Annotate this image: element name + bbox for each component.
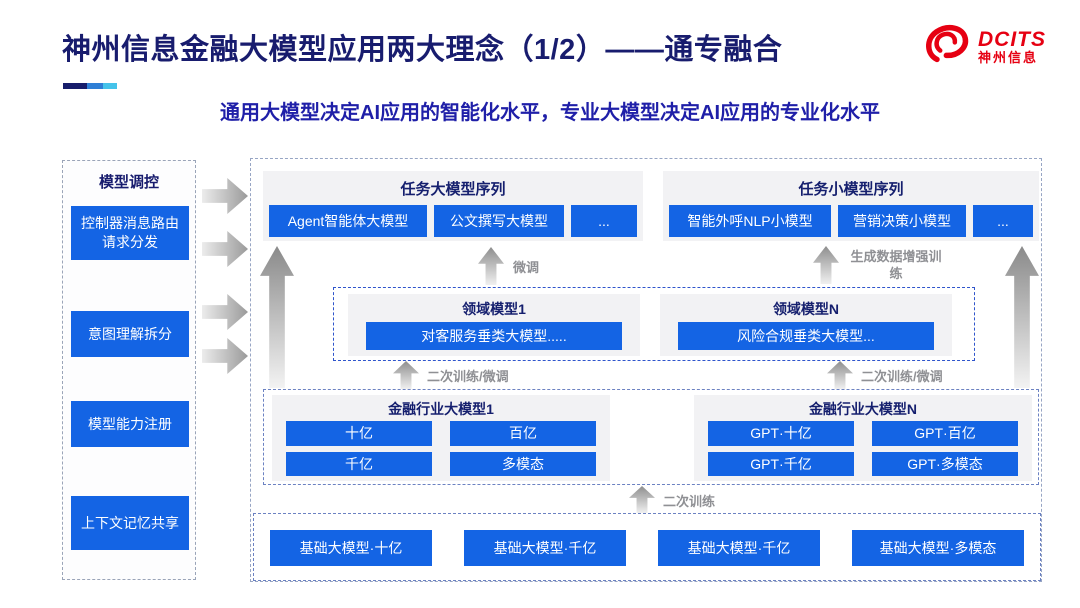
model-box-multimodal: 多模态: [450, 451, 596, 476]
title-accent-bar: [63, 83, 117, 89]
model-box-gpt-10b: GPT·百亿: [872, 421, 1018, 446]
group-title: 领域模型1: [462, 301, 526, 317]
group-title: 领域模型N: [772, 301, 840, 317]
model-control-panel: 模型调控 控制器消息路由请求分发 意图理解拆分 模型能力注册 上下文记忆共享: [62, 160, 196, 580]
model-architecture-container: 任务大模型序列 Agent智能体大模型 公文撰写大模型 ... 任务小模型序列 …: [250, 158, 1042, 582]
model-box-gpt-100b: GPT·千亿: [708, 451, 854, 476]
right-arrow-icon: [202, 178, 248, 214]
sidebar-item-register: 模型能力注册: [71, 401, 189, 447]
slide-subtitle: 通用大模型决定AI应用的智能化水平，专业大模型决定AI应用的专业化水平: [220, 102, 880, 124]
up-arrow-icon: [393, 361, 419, 389]
model-box-agent: Agent智能体大模型: [269, 205, 427, 237]
model-box-document: 公文撰写大模型: [434, 205, 564, 237]
base-model-container: 基础大模型·十亿 基础大模型·千亿 基础大模型·千亿 基础大模型·多模态: [253, 513, 1041, 581]
model-box-gpt-multimodal: GPT·多模态: [872, 451, 1018, 476]
base-model-box-multimodal: 基础大模型·多模态: [852, 530, 1024, 566]
model-box-10b: 百亿: [450, 421, 596, 446]
flow-label-gen-data: 生成数据增强训练: [850, 249, 942, 281]
up-arrow-icon: [260, 246, 294, 388]
industry-model-1-group: 金融行业大模型1 十亿 百亿 千亿 多模态: [272, 395, 610, 481]
logo-text-cn: 神州信息: [978, 49, 1039, 65]
model-box-ellipsis: ...: [973, 205, 1033, 237]
flow-label-secondary-right: 二次训练/微调: [861, 369, 943, 384]
group-title: 金融行业大模型N: [808, 401, 918, 417]
up-arrow-icon: [478, 247, 504, 285]
model-box-nlp-call: 智能外呼NLP小模型: [669, 205, 831, 237]
right-arrow-icon: [202, 338, 248, 374]
base-model-box-100b: 基础大模型·千亿: [464, 530, 626, 566]
model-box-ellipsis: ...: [571, 205, 637, 237]
model-box-gpt-1b: GPT·十亿: [708, 421, 854, 446]
domain-model-container: 领域模型1 对客服务垂类大模型..... 领域模型N 风险合规垂类大模型...: [333, 287, 975, 361]
domain-model-n-group: 领域模型N 风险合规垂类大模型...: [660, 294, 952, 356]
task-large-model-group: 任务大模型序列 Agent智能体大模型 公文撰写大模型 ...: [263, 171, 643, 241]
model-box-1b: 十亿: [286, 421, 432, 446]
industry-model-n-group: 金融行业大模型N GPT·十亿 GPT·百亿 GPT·千亿 GPT·多模态: [694, 395, 1032, 481]
right-arrow-icon: [202, 231, 248, 267]
sidebar-title: 模型调控: [98, 174, 159, 191]
industry-model-container: 金融行业大模型1 十亿 百亿 千亿 多模态 金融行业大模型N GPT·十亿 GP…: [263, 389, 1039, 485]
up-arrow-icon: [827, 361, 853, 389]
model-box-customer-service: 对客服务垂类大模型.....: [366, 322, 622, 350]
group-title: 任务大模型序列: [400, 181, 506, 198]
up-arrow-icon: [813, 246, 839, 284]
company-logo: DCITS 神州信息: [922, 22, 1046, 71]
dcits-swoosh-icon: [922, 22, 972, 71]
base-model-box-100b-2: 基础大模型·千亿: [658, 530, 820, 566]
flow-label-secondary-bottom: 二次训练: [663, 494, 716, 509]
up-arrow-icon: [1005, 246, 1039, 388]
logo-text-en: DCITS: [978, 27, 1046, 51]
task-small-model-group: 任务小模型序列 智能外呼NLP小模型 营销决策小模型 ...: [663, 171, 1039, 241]
group-title: 金融行业大模型1: [388, 401, 494, 417]
up-arrow-icon: [629, 486, 655, 513]
sidebar-item-intent: 意图理解拆分: [71, 311, 189, 357]
sidebar-item-context: 上下文记忆共享: [71, 496, 189, 550]
group-title: 任务小模型序列: [798, 181, 904, 198]
domain-model-1-group: 领域模型1 对客服务垂类大模型.....: [348, 294, 640, 356]
model-box-risk-compliance: 风险合规垂类大模型...: [678, 322, 934, 350]
page-title: 神州信息金融大模型应用两大理念（1/2）——通专融合: [62, 34, 783, 66]
base-model-box-1b: 基础大模型·十亿: [270, 530, 432, 566]
flow-label-secondary-left: 二次训练/微调: [427, 369, 509, 384]
sidebar-item-router: 控制器消息路由请求分发: [71, 206, 189, 260]
model-box-marketing: 营销决策小模型: [838, 205, 966, 237]
model-box-100b: 千亿: [286, 451, 432, 476]
right-arrow-icon: [202, 294, 248, 330]
flow-label-finetune: 微调: [513, 260, 540, 275]
